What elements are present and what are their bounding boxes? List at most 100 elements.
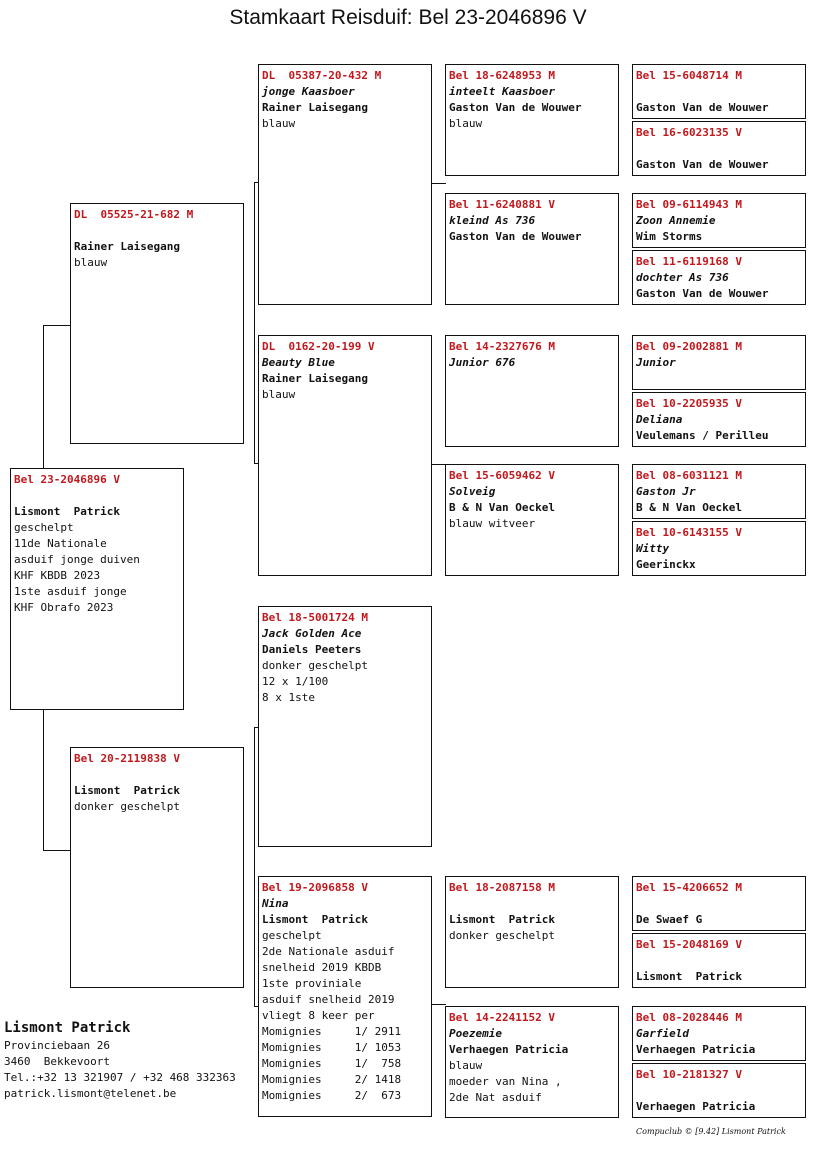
color-line: blauw witveer [449,517,536,530]
ggf4-card[interactable]: Bel 18-2087158 M Lismont Patrick donker … [445,876,619,988]
g4-card-12[interactable]: Bel 10-2181327 V Verhaegen Patricia [632,1063,806,1118]
grandfather-maternal-card[interactable]: Bel 18-5001724 M Jack Golden Ace Daniels… [258,606,432,847]
owner-city: 3460 Bekkevoort [4,1055,110,1068]
footer-credit: Compuclub © [9.42] Lismont Patrick [636,1127,786,1136]
breeder: Verhaegen Patricia [449,1043,569,1056]
grandmother-paternal-card[interactable]: DL 0162-20-199 V Beauty Blue Rainer Lais… [258,335,432,576]
ggm1-card[interactable]: Bel 11-6240881 V kleind As 736 Gaston Va… [445,193,619,305]
ring-number: DL 0162-20-199 V [262,340,375,353]
ring-number: Bel 15-2048169 V [636,938,742,951]
ring-number: Bel 20-2119838 V [74,752,180,765]
info-line: asduif jonge duiven [14,553,140,566]
breeder: Lismont Patrick [262,913,368,926]
grandmother-maternal-card[interactable]: Bel 19-2096858 V Nina Lismont Patrick ge… [258,876,432,1117]
info-line: vliegt 8 keer per [262,1009,375,1022]
connector [254,463,259,464]
connector [254,182,259,183]
info-line: snelheid 2019 KBDB [262,961,382,974]
ring-number: Bel 19-2096858 V [262,881,368,894]
g4-card-7[interactable]: Bel 08-6031121 M Gaston Jr B & N Van Oec… [632,464,806,519]
color-line: donker geschelpt [449,929,555,942]
connector [43,325,71,326]
ring-number: Bel 14-2241152 V [449,1011,555,1024]
breeder: Wim Storms [636,230,703,243]
connector [432,464,446,465]
color-line: blauw [262,388,296,401]
ring-number: Bel 18-5001724 M [262,611,368,624]
ring-number: Bel 11-6240881 V [449,198,555,211]
owner-email[interactable]: patrick.lismont@telenet.be [4,1087,177,1100]
ring-number: Bel 10-2181327 V [636,1068,742,1081]
ring-number: Bel 15-6059462 V [449,469,555,482]
breeder: Lismont Patrick [14,505,120,518]
g4-card-9[interactable]: Bel 15-4206652 M De Swaef G [632,876,806,931]
info-line: 12 x 1/100 [262,675,329,688]
subject-card[interactable]: Bel 23-2046896 V Lismont Patrick geschel… [10,468,184,710]
ring-number: Bel 15-6048714 M [636,69,742,82]
ring-number: Bel 08-2028446 M [636,1011,742,1024]
mother-card[interactable]: Bel 20-2119838 V Lismont Patrick donker … [70,747,244,988]
color-line: donker geschelpt [74,800,180,813]
info-line: 2de Nat asduif [449,1091,542,1104]
ring-number: Bel 10-2205935 V [636,397,742,410]
pigeon-name: Deliana [636,413,683,426]
connector [43,325,44,468]
ring-number: Bel 16-6023135 V [636,126,742,139]
info-line: KHF KBDB 2023 [14,569,101,582]
father-card[interactable]: DL 05525-21-682 M Rainer Laisegang blauw [70,203,244,444]
ggm2-card[interactable]: Bel 15-6059462 V Solveig B & N Van Oecke… [445,464,619,576]
pigeon-name: Nina [262,897,289,910]
info-line: asduif snelheid 2019 [262,993,395,1006]
connector [254,182,255,464]
color-line: blauw [74,256,108,269]
grandfather-paternal-card[interactable]: DL 05387-20-432 M jonge Kaasboer Rainer … [258,64,432,305]
g4-card-1[interactable]: Bel 15-6048714 M Gaston Van de Wouwer [632,64,806,119]
breeder: Geerinckx [636,558,696,571]
ggm4-card[interactable]: Bel 14-2241152 V Poezemie Verhaegen Patr… [445,1006,619,1118]
pigeon-name: Solveig [449,485,496,498]
pigeon-name: Witty [636,542,670,555]
owner-block: Lismont Patrick Provinciebaan 26 3460 Be… [4,1018,236,1102]
g4-card-5[interactable]: Bel 09-2002881 M Junior [632,335,806,390]
ggf1-card[interactable]: Bel 18-6248953 M inteelt Kaasboer Gaston… [445,64,619,176]
pigeon-name: Garfield [636,1027,689,1040]
ring-number: DL 05525-21-682 M [74,208,194,221]
breeder: Rainer Laisegang [262,372,368,385]
info-line: moeder van Nina , [449,1075,562,1088]
breeder: Daniels Peeters [262,643,362,656]
g4-card-4[interactable]: Bel 11-6119168 V dochter As 736 Gaston V… [632,250,806,305]
connector [254,727,259,728]
pigeon-name: kleind As 736 [449,214,536,227]
breeder: Lismont Patrick [449,913,555,926]
g4-card-11[interactable]: Bel 08-2028446 M Garfield Verhaegen Patr… [632,1006,806,1061]
ring-number: Bel 15-4206652 M [636,881,742,894]
owner-name: Lismont Patrick [4,1020,131,1036]
breeder: Verhaegen Patricia [636,1043,756,1056]
breeder: Gaston Van de Wouwer [449,101,582,114]
connector [43,710,44,850]
info-line: geschelpt [262,929,322,942]
g4-card-10[interactable]: Bel 15-2048169 V Lismont Patrick [632,933,806,988]
g4-card-8[interactable]: Bel 10-6143155 V Witty Geerinckx [632,521,806,576]
pigeon-name: Poezemie [449,1027,502,1040]
pigeon-name: Junior [636,356,676,369]
breeder: Gaston Van de Wouwer [636,101,769,114]
ring-number: Bel 09-2002881 M [636,340,742,353]
result-line: Momignies 2/ 673 [262,1089,402,1102]
g4-card-2[interactable]: Bel 16-6023135 V Gaston Van de Wouwer [632,121,806,176]
ring-number: Bel 09-6114943 M [636,198,742,211]
ring-number: Bel 14-2327676 M [449,340,555,353]
ring-number: Bel 11-6119168 V [636,255,742,268]
result-line: Momignies 2/ 1418 [262,1073,402,1086]
color-line: blauw [449,1059,483,1072]
g4-card-6[interactable]: Bel 10-2205935 V Deliana Veulemans / Per… [632,392,806,447]
pigeon-name: Beauty Blue [262,356,335,369]
g4-card-3[interactable]: Bel 09-6114943 M Zoon Annemie Wim Storms [632,193,806,248]
pigeon-name: Gaston Jr [636,485,696,498]
info-line: KHF Obrafo 2023 [14,601,114,614]
page-title: Stamkaart Reisduif: Bel 23-2046896 V [229,6,587,29]
ggf2-card[interactable]: Bel 14-2327676 M Junior 676 [445,335,619,447]
breeder: Veulemans / Perilleu [636,429,769,442]
pigeon-name: Jack Golden Ace [262,627,362,640]
pigeon-name: Junior 676 [449,356,516,369]
